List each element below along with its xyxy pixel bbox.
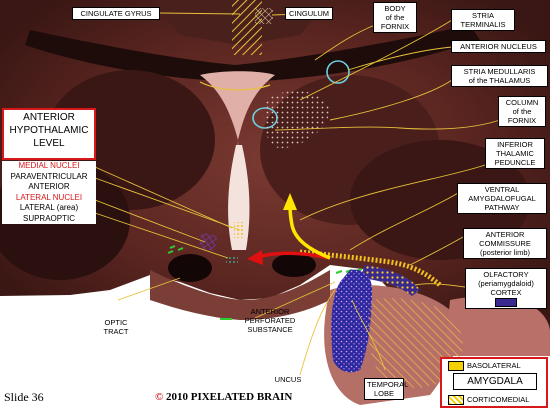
- copyright-text: 2010 PIXELATED BRAIN: [165, 391, 293, 403]
- amygdala-legend: BASOLATERAL AMYGDALA CORTICOMEDIAL: [440, 357, 548, 408]
- hypothalamic-level-box: ANTERIOR HYPOTHALAMIC LEVEL: [2, 108, 96, 160]
- corticomedial-swatch: [448, 395, 464, 406]
- lateral-nuclei-header: LATERAL NUCLEI: [15, 192, 83, 202]
- basolateral-label: BASOLATERAL: [467, 361, 521, 370]
- hypothalamic-level-line: LEVEL: [33, 138, 65, 149]
- medial-nuclei-header: MEDIAL NUCLEI: [18, 161, 80, 170]
- basolateral-swatch: [448, 361, 464, 372]
- slide-number: Slide 36: [4, 390, 44, 404]
- cingulum-label: CINGULUM: [285, 7, 333, 20]
- corticomedial-legend-row: CORTICOMEDIAL: [448, 395, 530, 406]
- hypothalamic-level-line: HYPOTHALAMIC: [9, 125, 89, 136]
- corticomedial-label: CORTICOMEDIAL: [467, 395, 530, 404]
- basolateral-legend-row: BASOLATERAL: [448, 361, 521, 372]
- nuclei-list: MEDIAL NUCLEI PARAVENTRICULAR ANTERIOR L…: [2, 161, 96, 224]
- amygdala-title: AMYGDALA: [453, 373, 537, 390]
- cingulate-gyrus-label: CINGULATE GYRUS: [72, 7, 160, 20]
- copyright: © 2010 PIXELATED BRAIN: [155, 391, 292, 403]
- copyright-symbol: ©: [155, 391, 164, 403]
- anterior-nucleus-label: ANTERIOR NUCLEUS: [451, 40, 546, 53]
- hypothalamic-level-line: ANTERIOR: [23, 112, 75, 123]
- nucleus-item: LATERAL (area): [19, 203, 79, 212]
- nucleus-item: ANTERIOR: [28, 182, 70, 191]
- nucleus-item: PARAVENTRICULAR: [10, 171, 88, 181]
- olfactory-swatch: [495, 297, 517, 307]
- olfactory-cortex-label: OLFACTORY(periamygdaloid)CORTEX: [465, 268, 547, 309]
- perforated-legend-mark: [220, 318, 232, 320]
- uncus-label: UNCUS: [274, 375, 302, 384]
- nucleus-item: SUPRAOPTIC: [22, 213, 75, 223]
